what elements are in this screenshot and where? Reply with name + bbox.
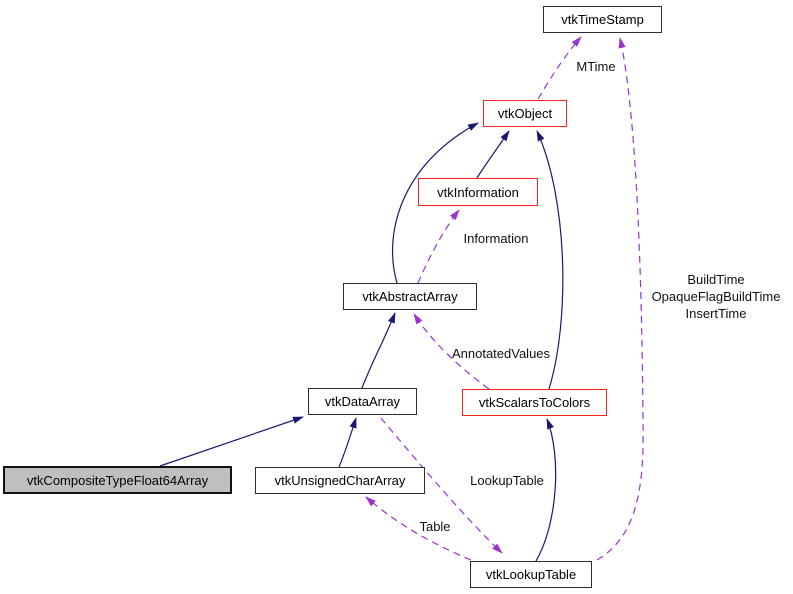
- edge-table: [365, 496, 472, 561]
- node-vtkunsignedchararray[interactable]: vtkUnsignedCharArray: [255, 467, 425, 494]
- node-vtkdataarray[interactable]: vtkDataArray: [308, 388, 417, 415]
- edge-label-annotatedvalues: AnnotatedValues: [451, 346, 551, 361]
- edge-label-buildtime: BuildTime: [687, 272, 745, 287]
- edge-label-table: Table: [419, 519, 451, 534]
- edge-vtkabstractarray-to-vtkobject: [391, 122, 479, 284]
- node-vtktimestamp[interactable]: vtkTimeStamp: [543, 6, 662, 33]
- node-vtklookuptable[interactable]: vtkLookupTable: [470, 561, 592, 588]
- edge-label-mtime: MTime: [576, 59, 616, 74]
- node-vtkcompositetypefloat64array: vtkCompositeTypeFloat64Array: [3, 466, 232, 494]
- edge-buildtime: [596, 37, 644, 561]
- edge-vtkscalarstocolors-to-vtkobject: [536, 130, 564, 390]
- edge-label-information: Information: [463, 231, 529, 246]
- edge-label-lookuptable: LookupTable: [470, 473, 544, 488]
- node-vtkabstractarray[interactable]: vtkAbstractArray: [343, 283, 477, 310]
- edge-vtkunsignedchararray-to-vtkdataarray: [338, 417, 357, 468]
- edge-vtkcompositetypefloat64array-to-vtkdataarray: [159, 416, 304, 467]
- edge-information: [417, 209, 460, 284]
- edge-annotatedvalues: [413, 313, 490, 390]
- edge-vtklookuptable-to-vtkscalarstocolors: [535, 418, 557, 562]
- node-vtkobject[interactable]: vtkObject: [483, 100, 567, 127]
- edge-label-opaqueflagbuildtime: OpaqueFlagBuildTime: [651, 289, 781, 304]
- edge-label-buildtime-group: BuildTime OpaqueFlagBuildTime InsertTime: [652, 271, 781, 322]
- edge-mtime: [537, 36, 582, 100]
- edge-label-inserttime: InsertTime: [685, 306, 747, 321]
- edge-lookuptable: [380, 417, 503, 554]
- node-vtkinformation[interactable]: vtkInformation: [418, 178, 538, 206]
- edge-vtkdataarray-to-vtkabstractarray: [361, 312, 396, 389]
- edge-vtkinformation-to-vtkobject: [476, 130, 510, 179]
- node-vtkscalarstocolors[interactable]: vtkScalarsToColors: [462, 389, 607, 416]
